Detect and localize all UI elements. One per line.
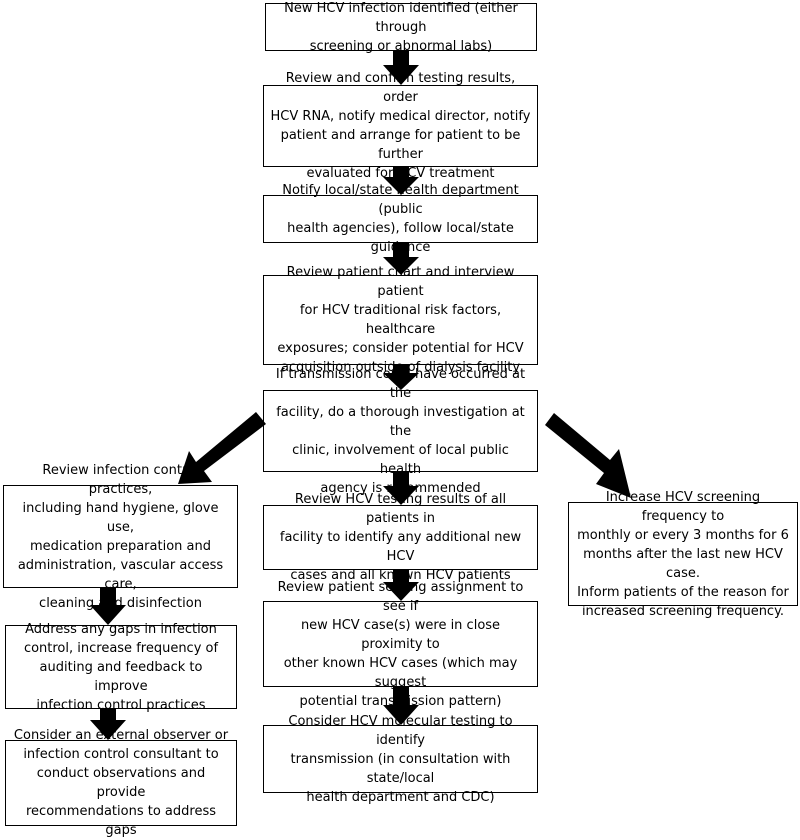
arrow-b4-b5 — [383, 365, 419, 390]
arrow-b5-right1 — [545, 413, 631, 498]
arrow-b5-mid1 — [383, 472, 419, 505]
arrow-b3-b4 — [383, 243, 419, 275]
step-review-infection-control: Review infection control practices, incl… — [3, 463, 238, 611]
arrow-mid2-mid3 — [383, 687, 419, 725]
arrow-b1-b2 — [383, 51, 419, 85]
arrow-mid1-mid2 — [383, 570, 419, 601]
arrow-b5-left1 — [178, 412, 266, 484]
step-review-testing-all-patients: Review HCV testing results of all patien… — [263, 492, 538, 583]
step-molecular-testing: Consider HCV molecular testing to identi… — [263, 714, 538, 805]
arrow-b2-b3 — [383, 167, 419, 195]
step-notify-health-department: Notify local/state health department (pu… — [263, 183, 538, 255]
step-review-seating-assignment: Review patient seating assignment to see… — [263, 580, 538, 709]
arrow-left1-left2 — [90, 588, 126, 625]
step-new-hcv-identified: New HCV infection identified (either thr… — [265, 1, 537, 54]
step-external-observer: Consider an external observer or infecti… — [5, 728, 237, 838]
step-thorough-investigation: If transmission could have occurred at t… — [263, 367, 538, 496]
arrow-left2-left3 — [90, 709, 126, 740]
step-review-confirm-results: Review and confirm testing results, orde… — [263, 71, 538, 181]
step-address-gaps: Address any gaps in infection control, i… — [5, 622, 237, 713]
step-review-patient-chart: Review patient chart and interview patie… — [263, 265, 538, 375]
step-increase-screening-frequency: Increase HCV screening frequency to mont… — [568, 490, 798, 619]
